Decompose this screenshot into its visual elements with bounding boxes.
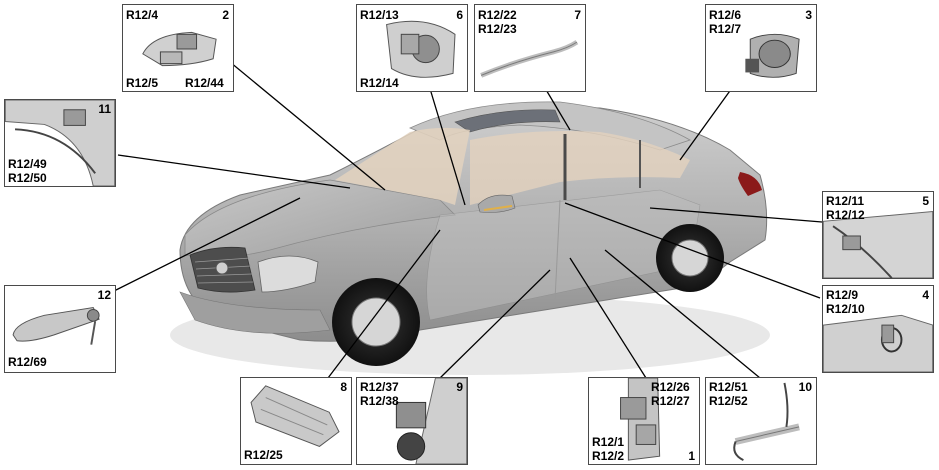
inset-number: 11 bbox=[98, 102, 111, 116]
sunroof bbox=[454, 109, 561, 133]
inset-number: 2 bbox=[222, 8, 229, 22]
part-label: R12/44 bbox=[185, 76, 224, 90]
component-illustration bbox=[12, 306, 100, 345]
part-label: R12/1 bbox=[592, 435, 625, 449]
component-illustration bbox=[823, 211, 933, 278]
inset-number: 12 bbox=[97, 288, 111, 302]
inset-9: R12/37 9 R12/38 bbox=[356, 377, 468, 465]
inset-6: R12/13 6 R12/14 bbox=[356, 4, 468, 92]
windshield-interior bbox=[335, 127, 470, 205]
component-illustration bbox=[620, 378, 661, 461]
part-label: R12/25 bbox=[244, 448, 283, 462]
inset-number: 7 bbox=[574, 8, 581, 22]
inset-number: 6 bbox=[456, 8, 463, 22]
part-label: R12/11 bbox=[826, 194, 865, 208]
headlight bbox=[257, 255, 319, 293]
part-label: R12/23 bbox=[478, 22, 517, 36]
inset-1: R12/26 R12/27 R12/1 R12/2 1 bbox=[588, 377, 700, 465]
part-label: R12/37 bbox=[360, 380, 399, 394]
part-label: R12/5 bbox=[126, 76, 159, 90]
inset-number: 8 bbox=[340, 380, 347, 394]
part-label: R12/13 bbox=[360, 8, 399, 22]
component-illustration bbox=[386, 20, 456, 78]
component-illustration bbox=[823, 314, 933, 372]
inset-12: 12 R12/69 bbox=[4, 285, 116, 373]
leader-lines bbox=[111, 47, 823, 379]
component-illustration bbox=[395, 378, 467, 464]
part-label: R12/12 bbox=[826, 208, 865, 222]
component-illustration bbox=[142, 31, 217, 67]
inset-2: R12/4 2 R12/5 R12/44 bbox=[122, 4, 234, 92]
part-label: R12/26 bbox=[651, 380, 690, 394]
inset-number: 3 bbox=[805, 8, 812, 22]
inset-8: 8 R12/25 bbox=[240, 377, 352, 465]
inset-10: R12/51 10 R12/52 bbox=[705, 377, 817, 465]
front-bumper bbox=[179, 291, 331, 334]
part-label: R12/69 bbox=[8, 355, 47, 369]
part-label: R12/52 bbox=[709, 394, 748, 408]
inset-number: 10 bbox=[798, 380, 812, 394]
inset-number: 9 bbox=[456, 380, 463, 394]
inset-number: 4 bbox=[922, 288, 929, 302]
inset-11: 11 R12/49 R12/50 bbox=[4, 99, 116, 187]
inset-7: R12/22 7 R12/23 bbox=[474, 4, 586, 92]
component-illustration bbox=[250, 385, 340, 447]
part-label: R12/6 bbox=[709, 8, 742, 22]
inset-3: R12/6 3 R12/7 bbox=[705, 4, 817, 92]
component-illustration bbox=[480, 40, 579, 78]
inset-number: 5 bbox=[922, 194, 929, 208]
inset-number: 1 bbox=[688, 449, 695, 463]
inset-4: R12/9 4 R12/10 bbox=[822, 285, 934, 373]
inset-5: R12/11 5 R12/12 bbox=[822, 191, 934, 279]
part-label: R12/49 bbox=[8, 157, 47, 171]
part-label: R12/2 bbox=[592, 449, 625, 463]
part-label: R12/7 bbox=[709, 22, 742, 36]
component-illustration bbox=[745, 33, 800, 78]
part-label: R12/51 bbox=[709, 380, 748, 394]
taillight bbox=[738, 172, 762, 196]
part-label: R12/9 bbox=[826, 288, 859, 302]
part-label: R12/22 bbox=[478, 8, 517, 22]
side-mirror bbox=[477, 194, 516, 213]
component-illustration bbox=[733, 382, 800, 461]
part-label: R12/4 bbox=[126, 8, 159, 22]
part-label: R12/38 bbox=[360, 394, 399, 408]
part-label: R12/10 bbox=[826, 302, 865, 316]
part-label: R12/27 bbox=[651, 394, 690, 408]
part-label: R12/50 bbox=[8, 171, 47, 185]
component-illustration bbox=[5, 100, 115, 186]
side-windows-interior bbox=[470, 131, 690, 205]
part-label: R12/14 bbox=[360, 76, 399, 90]
